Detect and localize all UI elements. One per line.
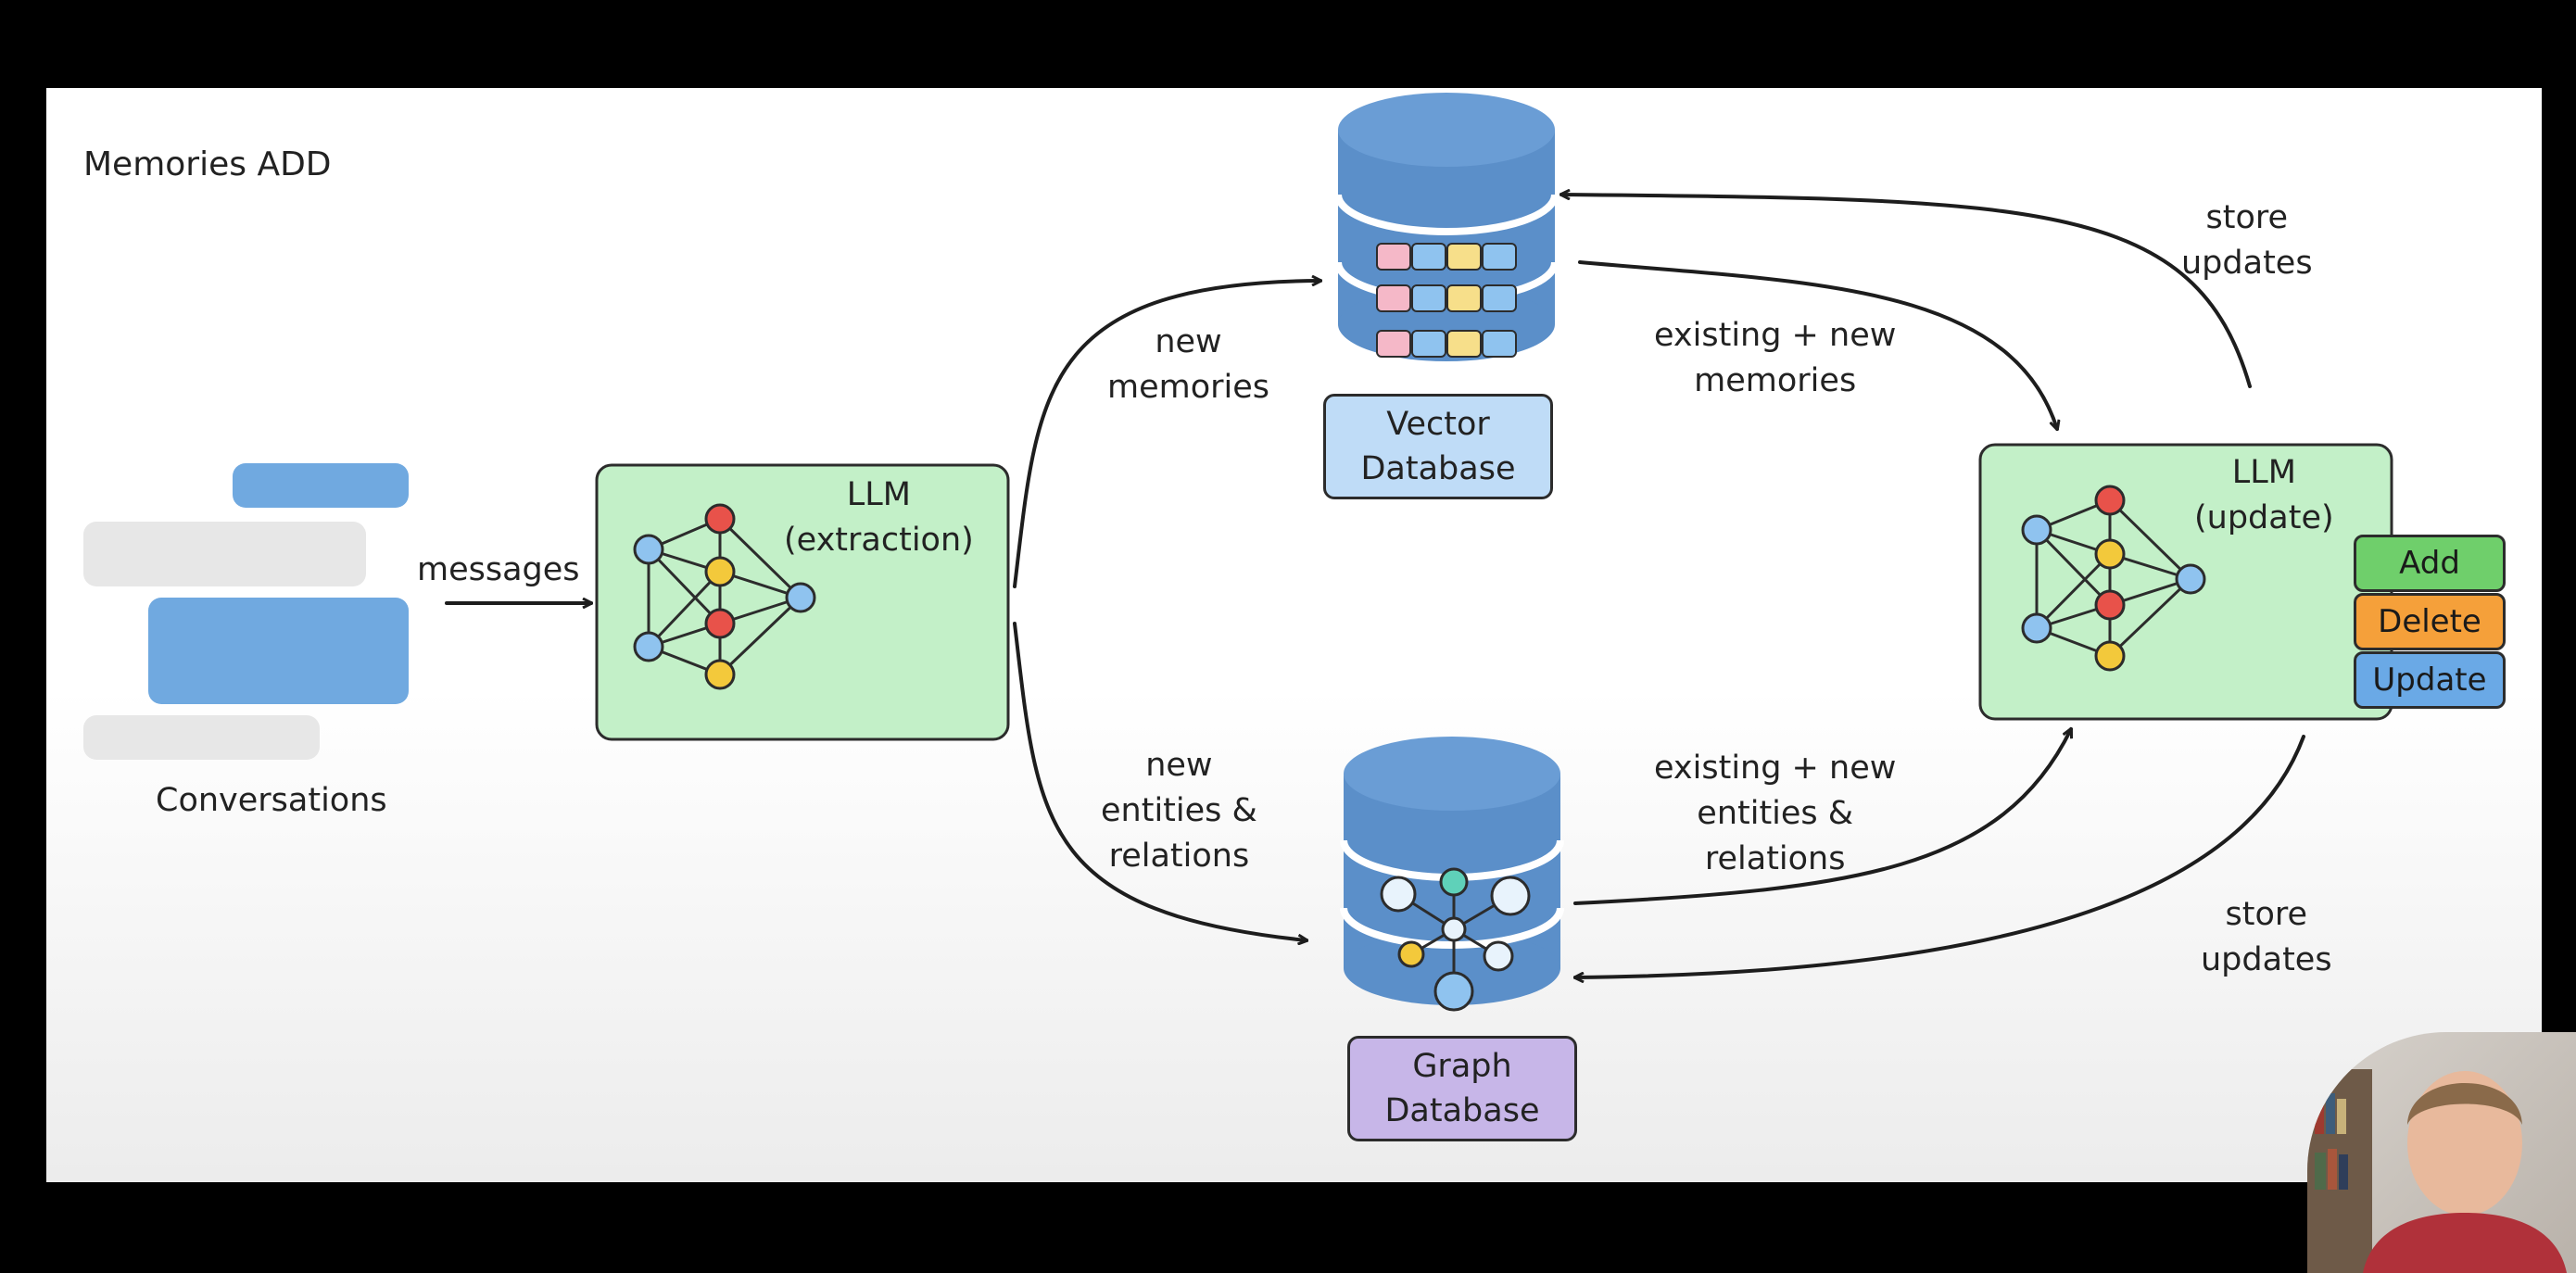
- add-operation-badge: Add: [2354, 535, 2506, 592]
- arrow-store-updates-bottom: [1575, 735, 2305, 977]
- arrow-new-memories: [1013, 281, 1320, 588]
- arrow-existing-entities: [1573, 729, 2071, 905]
- arrow-store-updates-top: [1561, 195, 2252, 388]
- conversations-label: Conversations: [156, 782, 387, 819]
- neural-network-icon: [633, 503, 816, 690]
- delete-operation-badge: Delete: [2354, 593, 2506, 650]
- llm-extraction-title: LLM(extraction): [784, 476, 974, 559]
- neural-network-icon: [2021, 485, 2206, 672]
- presenter-webcam: [2307, 1032, 2576, 1273]
- conversation-bubbles-icon: [83, 463, 409, 760]
- graph-database-icon: [1340, 737, 1564, 1012]
- diagram-title: Memories ADD: [83, 145, 332, 183]
- llm-update-title: LLM(update): [2194, 454, 2334, 536]
- messages-label: messages: [417, 551, 580, 588]
- arrow-new-entities: [1013, 622, 1307, 940]
- update-operation-badge: Update: [2354, 651, 2506, 709]
- vector-database-icon: [1334, 93, 1559, 361]
- diagram-graphics: [83, 93, 2393, 1012]
- diagram-canvas: Memories ADD: [46, 88, 2542, 1182]
- arrow-existing-memories: [1578, 260, 2057, 429]
- flow-arrows: [445, 195, 2305, 977]
